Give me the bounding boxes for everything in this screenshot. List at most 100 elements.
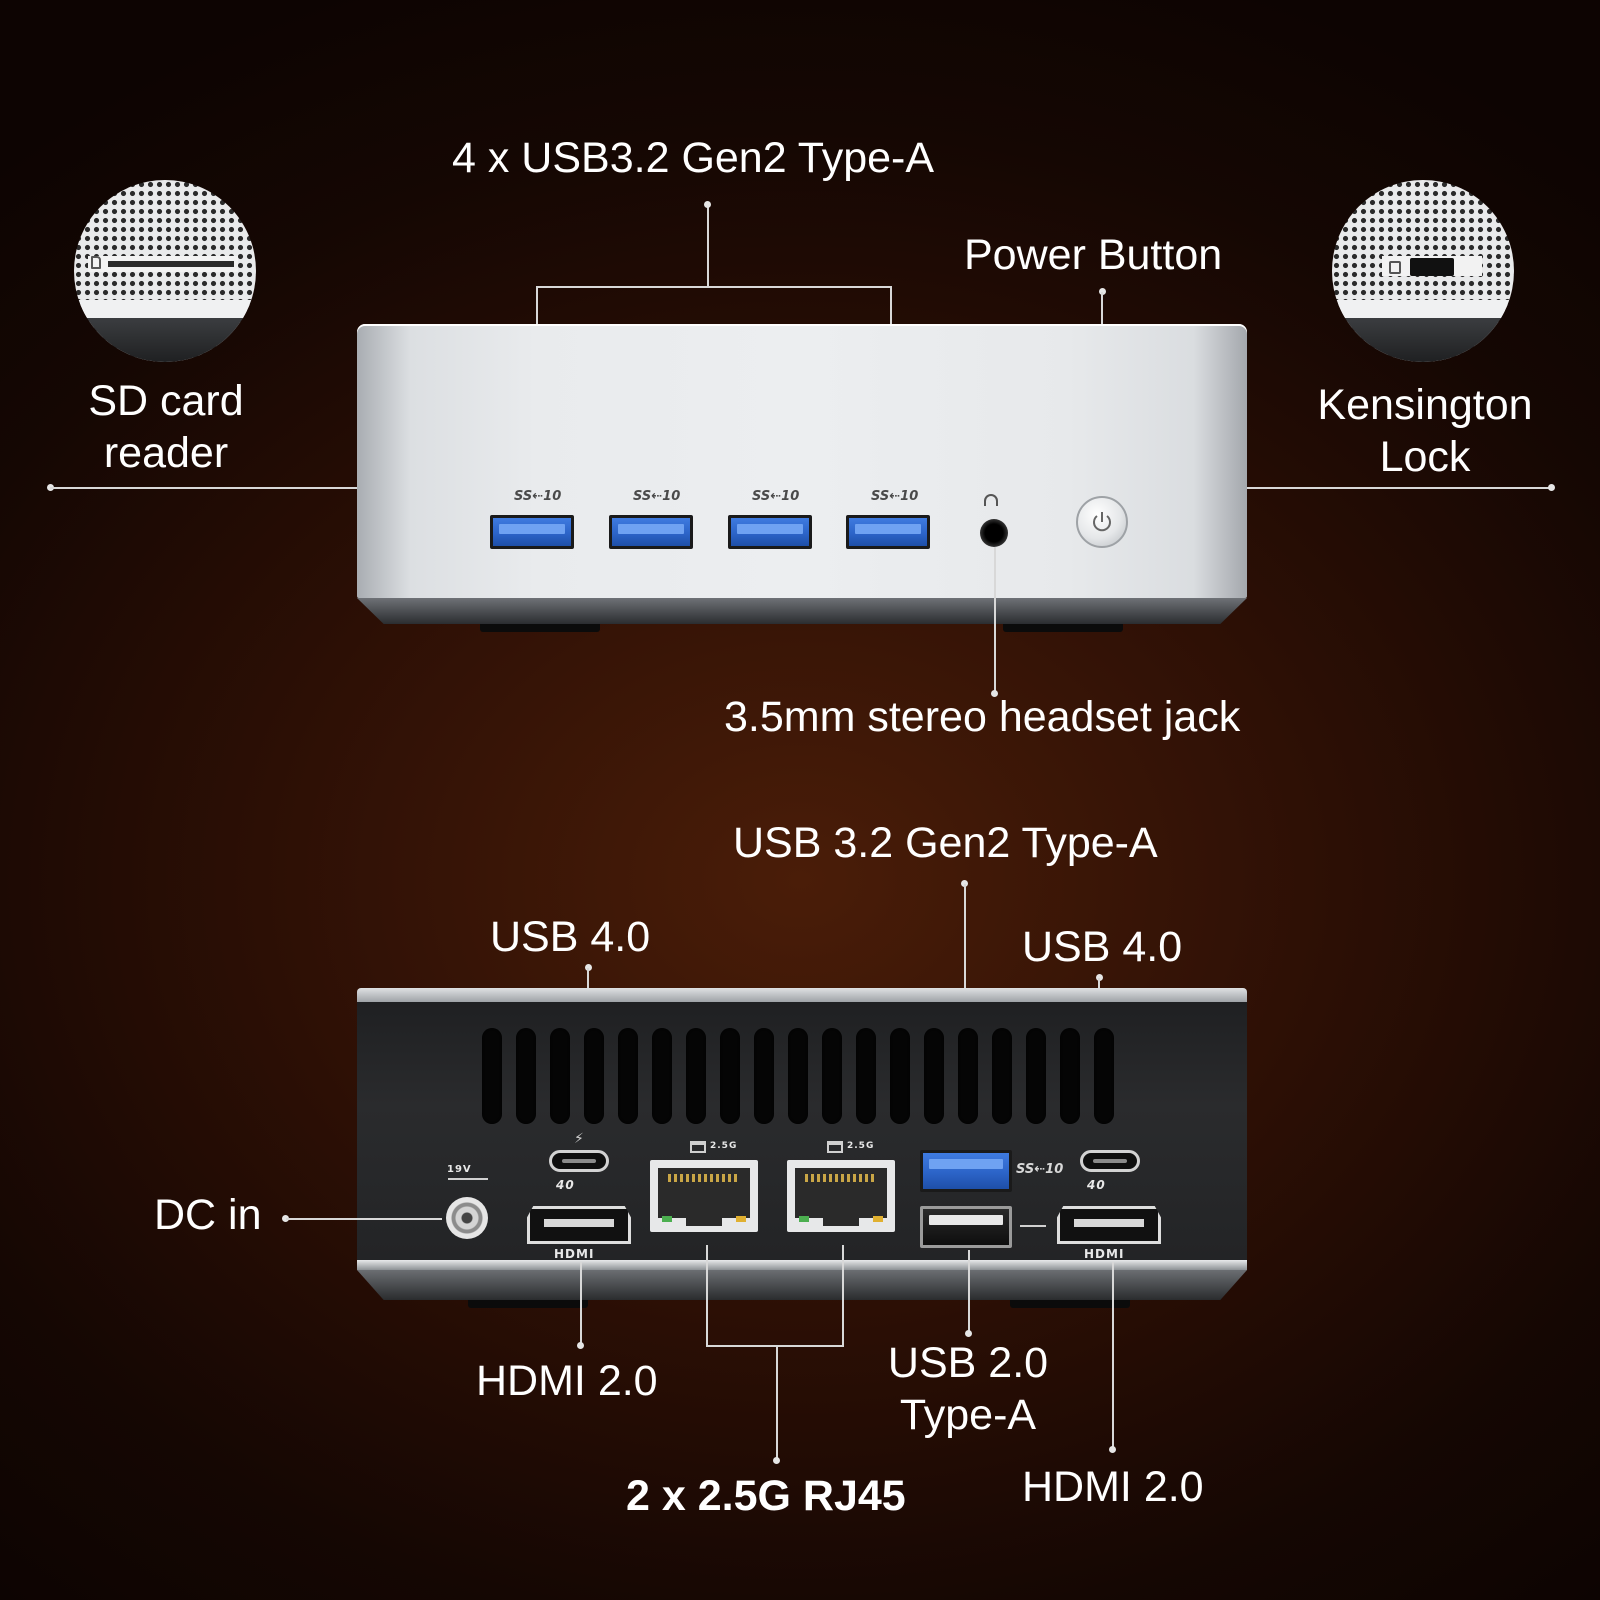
thunderbolt-icon: ⚡ xyxy=(574,1130,584,1146)
power-button-label: Power Button xyxy=(964,231,1223,279)
hdmi-right-leader-dot xyxy=(1109,1446,1116,1453)
rear-foot-right xyxy=(1010,1300,1130,1308)
ss10-logo-2: SS⇠10 xyxy=(633,489,681,504)
rj45-bracket-left xyxy=(706,1245,708,1347)
hdmi-left-marking: HDMI xyxy=(554,1247,595,1261)
rj45-port-2[interactable] xyxy=(787,1160,895,1232)
sd-card-label-line2: reader xyxy=(103,428,229,477)
headset-jack[interactable] xyxy=(980,519,1008,547)
power-icon xyxy=(1093,512,1111,532)
usb20-leader xyxy=(968,1250,970,1332)
power-button[interactable] xyxy=(1076,496,1128,548)
ss10-logo-4: SS⇠10 xyxy=(871,489,919,504)
sd-card-label: SD card reader xyxy=(66,376,266,479)
vent-slot xyxy=(822,1028,842,1124)
headset-leader-dot xyxy=(991,690,998,697)
dc-in-leader xyxy=(286,1218,442,1220)
headset-jack-label: 3.5mm stereo headset jack xyxy=(724,693,1241,741)
rear-device-base xyxy=(357,1270,1247,1300)
vent-slot xyxy=(1026,1028,1046,1124)
vent-slot xyxy=(618,1028,638,1124)
rear-usb32-leader-dot xyxy=(961,880,968,887)
front-foot-right xyxy=(1003,624,1123,632)
vent-slot xyxy=(686,1028,706,1124)
vent-slot xyxy=(516,1028,536,1124)
rj45-label: 2 x 2.5G RJ45 xyxy=(626,1472,906,1520)
front-device-base xyxy=(357,598,1247,624)
dc-in-jack[interactable] xyxy=(446,1197,488,1239)
dc-in-leader-dot xyxy=(282,1215,289,1222)
lan-icon xyxy=(827,1141,843,1153)
front-device-body xyxy=(357,324,1247,598)
usb4-left-label: USB 4.0 xyxy=(490,913,651,961)
lan-icon xyxy=(690,1141,706,1153)
lan-speed-marking-2: 2.5G xyxy=(847,1141,875,1151)
usb4-left-leader-dot xyxy=(585,964,592,971)
headset-icon xyxy=(984,494,998,506)
rear-device-silver-edge xyxy=(357,1260,1247,1270)
vent-slot xyxy=(924,1028,944,1124)
lan-speed-marking-1: 2.5G xyxy=(710,1141,738,1151)
front-usb-a-port-3[interactable] xyxy=(728,515,812,549)
usb4-right-marking: 40 xyxy=(1087,1178,1106,1192)
front-usb-a-port-4[interactable] xyxy=(846,515,930,549)
vent-slot xyxy=(1060,1028,1080,1124)
vent-slot xyxy=(482,1028,502,1124)
rj45-bracket-bottom xyxy=(706,1345,844,1347)
kensington-label-line2: Lock xyxy=(1379,432,1471,481)
hdmi-left-leader xyxy=(580,1262,582,1344)
usb20-label-line2: Type-A xyxy=(899,1390,1037,1439)
usb4-left-port[interactable] xyxy=(549,1150,609,1172)
front-usb-leader xyxy=(707,205,709,287)
kensington-slot xyxy=(1410,258,1454,276)
usb4-right-label: USB 4.0 xyxy=(1022,923,1183,971)
front-usb-a-port-2[interactable] xyxy=(609,515,693,549)
vent-slot xyxy=(720,1028,740,1124)
vent-slot xyxy=(958,1028,978,1124)
ss10-logo-1: SS⇠10 xyxy=(514,489,562,504)
kensington-label-line1: Kensington xyxy=(1317,381,1533,429)
rear-usb32-port[interactable] xyxy=(920,1150,1012,1192)
sd-card-zoom xyxy=(74,180,256,362)
kensington-label: Kensington Lock xyxy=(1300,380,1550,483)
dc-voltage-marking: 19V xyxy=(447,1164,472,1175)
rear-foot-left xyxy=(468,1300,588,1308)
kensington-leader xyxy=(1247,487,1552,489)
vent-slot xyxy=(890,1028,910,1124)
rj45-leader xyxy=(776,1345,778,1461)
usb4-right-leader-dot xyxy=(1096,974,1103,981)
vent-slot xyxy=(856,1028,876,1124)
front-foot-left xyxy=(480,624,600,632)
rear-usb20-port[interactable] xyxy=(920,1206,1012,1248)
vent-slot xyxy=(584,1028,604,1124)
power-leader-dot xyxy=(1099,288,1106,295)
front-usb-label: 4 x USB3.2 Gen2 Type-A xyxy=(452,134,935,182)
vent-slot xyxy=(550,1028,570,1124)
vent-slot xyxy=(992,1028,1012,1124)
vent-slot xyxy=(652,1028,672,1124)
front-usb-a-port-1[interactable] xyxy=(490,515,574,549)
vent-slot xyxy=(754,1028,774,1124)
hdmi-left-leader-dot xyxy=(577,1342,584,1349)
lock-icon xyxy=(1389,261,1401,274)
usb20-label: USB 2.0 Type-A xyxy=(868,1338,1068,1441)
hdmi-left-port[interactable] xyxy=(527,1206,631,1244)
kensington-leader-dot xyxy=(1548,484,1555,491)
vent-slot xyxy=(788,1028,808,1124)
rear-ss10-logo: SS⇠10 xyxy=(1016,1162,1064,1177)
sd-card-slot xyxy=(108,261,234,267)
sd-card-label-line1: SD card xyxy=(88,377,244,425)
dc-in-label: DC in xyxy=(154,1191,262,1239)
hdmi-right-port[interactable] xyxy=(1057,1206,1161,1244)
usb-trident-icon xyxy=(1020,1225,1046,1227)
usb20-leader-dot xyxy=(965,1330,972,1337)
vent-slot xyxy=(1094,1028,1114,1124)
rj45-port-1[interactable] xyxy=(650,1160,758,1232)
rj45-bracket-right xyxy=(842,1245,844,1347)
kensington-zoom xyxy=(1332,180,1514,362)
usb4-right-port[interactable] xyxy=(1080,1150,1140,1172)
ss10-logo-3: SS⇠10 xyxy=(752,489,800,504)
hdmi-left-label: HDMI 2.0 xyxy=(476,1357,658,1405)
rj45-leader-dot xyxy=(773,1457,780,1464)
dc-polarity-icon xyxy=(448,1178,488,1190)
